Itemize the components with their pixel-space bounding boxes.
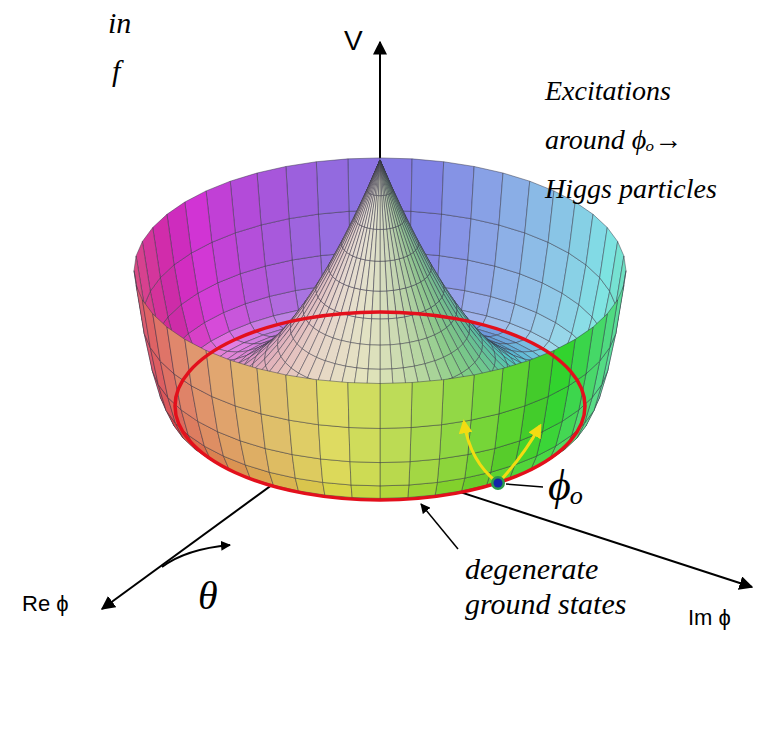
overlay: [162, 312, 585, 567]
surface-facet: [206, 350, 235, 405]
cropped-text: f: [112, 54, 120, 87]
surface-facet: [380, 160, 388, 195]
surface-facet: [372, 291, 380, 319]
surface-facet: [351, 485, 380, 498]
surface-facet: [380, 261, 387, 291]
annotation-text-box: degenerate ground states: [465, 552, 657, 621]
surface-facet: [468, 219, 499, 266]
surface-facet: [377, 196, 380, 230]
surface-facet: [471, 368, 503, 420]
axis-label-box: Im ϕ: [688, 606, 731, 630]
surface-facet: [380, 160, 386, 195]
surface-facet: [411, 159, 444, 214]
surface-facet: [380, 196, 383, 230]
surface-facet: [286, 375, 319, 425]
surface-facet: [377, 160, 380, 196]
axis-label: Re ϕ: [22, 592, 69, 616]
excitation-arrow: [464, 422, 498, 483]
axis-label-box: Re ϕ: [22, 592, 69, 616]
surface-facet: [525, 350, 554, 405]
surface-facet: [380, 428, 411, 463]
surface-facet: [471, 166, 503, 224]
surface-facet: [499, 360, 530, 414]
surface-facet: [286, 162, 319, 219]
surface-facet: [370, 319, 380, 345]
surface-facet: [230, 360, 261, 414]
surface-facet: [316, 380, 349, 428]
surface-facet: [388, 318, 400, 345]
surface-facet: [380, 229, 385, 261]
excitation-arrow: [498, 426, 540, 483]
annotation-text: Excitations around ϕₒ→ Higgs particles: [545, 66, 738, 213]
surface-facet: [230, 173, 261, 233]
cropped-text-box: in: [108, 6, 131, 39]
surface-facet: [380, 383, 412, 429]
vacuum-dot: [494, 479, 503, 488]
surface-facet: [411, 380, 444, 428]
surface-facet: [439, 214, 471, 260]
point-label-box: ϕₒ: [548, 462, 583, 510]
annotation-text: degenerate ground states: [465, 552, 657, 621]
surface-facet: [350, 462, 380, 486]
surface-facet: [357, 344, 370, 369]
surface-facet: [380, 160, 385, 195]
surface-facet: [368, 345, 380, 369]
annotation-text-box: Excitations around ϕₒ→ Higgs particles: [545, 66, 738, 213]
surface-facet: [495, 225, 525, 274]
point-label: ϕₒ: [548, 462, 583, 510]
surface-facet: [442, 375, 475, 425]
angle-arc: [162, 545, 230, 567]
surface-facet: [321, 459, 352, 485]
surface-facet: [374, 160, 380, 195]
axis-label: Im ϕ: [688, 606, 731, 630]
axis-label-box: V: [344, 26, 363, 57]
surface-facet: [235, 225, 265, 274]
surface-facet: [380, 291, 388, 319]
surface-facet: [373, 261, 380, 291]
angle-label-box: θ: [198, 574, 218, 618]
surface-facet: [380, 485, 409, 498]
surface-facet: [289, 214, 321, 260]
surface-facet: [390, 344, 403, 369]
surface-facet: [409, 459, 440, 485]
surface-facet: [380, 345, 392, 369]
leader-arrow: [421, 504, 458, 549]
vacuum-dot-ring: [491, 476, 505, 490]
surface-facet: [375, 229, 380, 261]
cropped-text: in: [108, 6, 131, 39]
surface-facet: [378, 160, 380, 196]
surface-facet: [265, 260, 295, 296]
surface-facet: [372, 160, 380, 195]
surface-facet: [261, 219, 292, 266]
surface-facet: [348, 383, 380, 429]
surface-facet: [360, 318, 372, 345]
re-axis: [102, 406, 380, 609]
surface-facet: [410, 425, 442, 462]
ground-state-ring: [175, 312, 585, 500]
surface-facet: [185, 339, 212, 396]
surface-facet: [442, 162, 475, 219]
surface-facet: [380, 319, 390, 345]
surface-facet: [257, 368, 289, 420]
surface-facet: [289, 420, 321, 459]
surface-facet: [349, 428, 380, 463]
leader-line: [506, 484, 543, 487]
surface-facet: [548, 339, 575, 396]
surface-facet: [316, 159, 349, 214]
angle-label: θ: [198, 574, 218, 618]
axis-label: V: [344, 26, 363, 57]
surface-facet: [465, 260, 495, 296]
surface-facet: [499, 173, 530, 233]
surface-facet: [318, 425, 350, 462]
axes: [102, 42, 752, 609]
surface-facet: [257, 166, 289, 224]
potential-surface: [134, 158, 626, 500]
surface-facet: [439, 420, 471, 459]
surface-facet: [380, 462, 410, 486]
surface-facet: [380, 160, 383, 196]
surface-facet: [375, 160, 380, 195]
cropped-text-box: f: [112, 54, 120, 87]
